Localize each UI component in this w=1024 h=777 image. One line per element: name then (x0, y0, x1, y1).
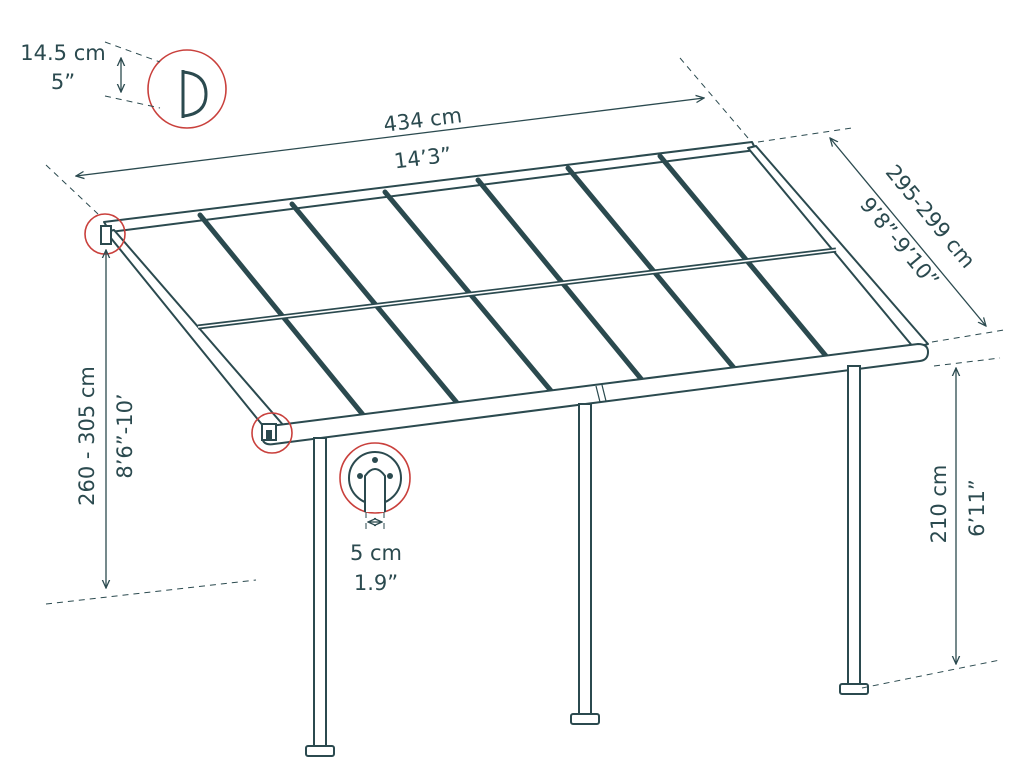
post-middle-foot (570, 713, 600, 725)
length-in: 14’3” (393, 143, 453, 174)
gutter-height-cm: 14.5 cm (20, 41, 105, 65)
gutter-detail: 14.5 cm 5” (20, 41, 227, 129)
post-left-foot (305, 745, 335, 757)
callout-front-corner (251, 412, 293, 454)
gutter-height-in: 5” (51, 70, 75, 94)
post-right (847, 365, 861, 687)
front-height-cm: 210 cm (927, 465, 951, 544)
rafter-highlight (567, 167, 735, 369)
rafter-highlight (477, 179, 643, 381)
posts (305, 365, 869, 757)
back-corner-bracket (100, 225, 112, 245)
front-height-dimension: 210 cm 6’11” (861, 357, 1001, 689)
post-profile-icon (364, 468, 386, 512)
back-height-dimension: 260 - 305 cm 8’6”-10’ (45, 250, 257, 605)
cross-bar (197, 247, 837, 330)
post-width-in: 1.9” (354, 571, 398, 595)
post-detail: 5 cm 1.9” (339, 442, 411, 595)
front-height-in: 6’11” (965, 479, 989, 537)
length-cm: 434 cm (382, 103, 463, 137)
back-height-cm: 260 - 305 cm (75, 366, 99, 506)
back-height-in: 8’6”-10’ (113, 393, 137, 478)
post-left (313, 437, 327, 747)
roof (103, 141, 929, 446)
post-middle (578, 403, 592, 717)
front-corner-bracket (261, 423, 277, 441)
post-width-cm: 5 cm (350, 541, 402, 565)
rafter-highlight (659, 155, 827, 357)
post-right-foot (839, 683, 869, 695)
